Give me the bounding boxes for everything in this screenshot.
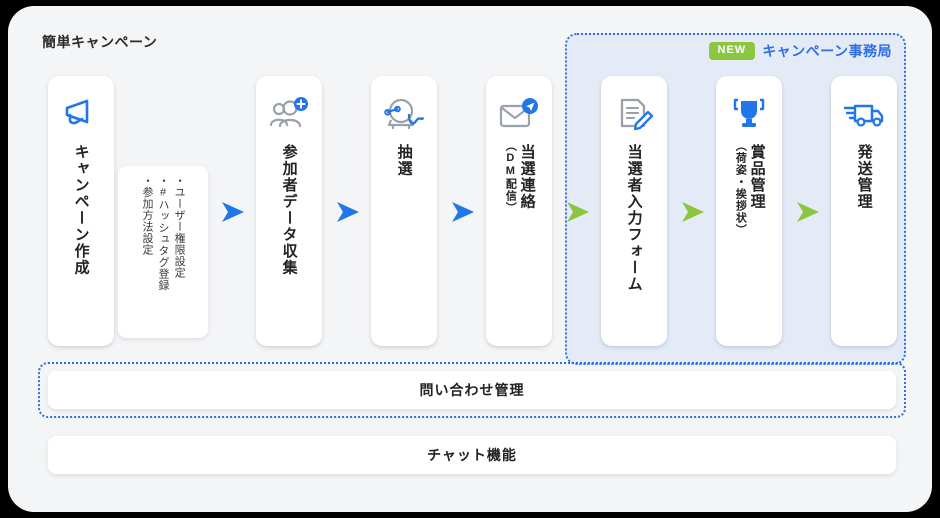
chat-feature-bar[interactable]: チャット機能: [48, 436, 896, 474]
step-label-wrap: 抽選: [395, 136, 413, 346]
step-card-campaign-creation[interactable]: キャンペーン作成: [48, 76, 114, 346]
campaign-flow-panel: NEW キャンペーン事務局 簡単キャンペーン キャンペーン作成 ・ユーザー権限設…: [8, 6, 932, 512]
campaign-options-card[interactable]: ・ユーザー権限設定 ・#ハッシュタグ登録 ・参加方法設定: [118, 166, 208, 338]
option-item: ・ユーザー権限設定: [173, 175, 186, 279]
step-label-wrap: 当選連絡 （DM配信）: [502, 136, 535, 346]
flow-arrow-5: [678, 198, 708, 226]
flow-arrow-1: [218, 198, 248, 226]
step-card-winner-input-form[interactable]: 当選者入力フォーム: [601, 76, 667, 346]
megaphone-icon: [57, 92, 105, 136]
step-card-participant-data-collection[interactable]: 参加者データ収集: [256, 76, 322, 346]
step-label-wrap: キャンペーン作成: [72, 136, 90, 346]
campaign-office-header: NEW キャンペーン事務局: [708, 41, 892, 61]
users-add-icon: [265, 92, 313, 136]
trophy-icon: [725, 92, 773, 136]
inquiry-dotted-region: [38, 362, 906, 418]
envelope-send-icon: [495, 92, 543, 136]
campaign-office-label: キャンペーン事務局: [762, 43, 892, 59]
flow-arrow-6: [793, 198, 823, 226]
step-label: 賞品管理: [748, 144, 766, 210]
step-card-shipping-management[interactable]: 発送管理: [831, 76, 897, 346]
option-item: ・#ハッシュタグ登録: [157, 175, 170, 291]
inquiry-management-bar[interactable]: 問い合わせ管理: [48, 371, 896, 409]
chat-feature-label: チャット機能: [427, 447, 517, 463]
step-label: 抽選: [395, 144, 413, 177]
step-label-wrap: 発送管理: [855, 136, 873, 346]
step-label-wrap: 参加者データ収集: [280, 136, 298, 346]
step-label: 当選連絡: [518, 144, 536, 210]
option-item: ・参加方法設定: [140, 175, 153, 256]
page-title: 簡単キャンペーン: [42, 34, 158, 50]
step-label: 参加者データ収集: [280, 144, 298, 276]
document-pencil-icon: [610, 92, 658, 136]
step-label-wrap: 賞品管理 （荷姿・挨拶状）: [732, 136, 765, 346]
inquiry-management-label: 問い合わせ管理: [419, 382, 525, 398]
step-sublabel: （荷姿・挨拶状）: [734, 140, 747, 236]
lottery-drum-icon: [380, 92, 428, 136]
step-card-prize-management[interactable]: 賞品管理 （荷姿・挨拶状）: [716, 76, 782, 346]
flow-arrow-2: [333, 198, 363, 226]
step-sublabel: （DM配信）: [504, 140, 517, 214]
step-card-lottery[interactable]: 抽選: [371, 76, 437, 346]
flow-arrow-4: [563, 198, 593, 226]
flow-arrow-3: [448, 198, 478, 226]
step-label: 当選者入力フォーム: [625, 144, 643, 293]
step-label: 発送管理: [855, 144, 873, 210]
step-card-winner-notification[interactable]: 当選連絡 （DM配信）: [486, 76, 552, 346]
delivery-truck-icon: [840, 92, 888, 136]
step-label-wrap: 当選者入力フォーム: [625, 136, 643, 346]
new-badge: NEW: [708, 41, 756, 61]
step-label: キャンペーン作成: [72, 144, 90, 276]
